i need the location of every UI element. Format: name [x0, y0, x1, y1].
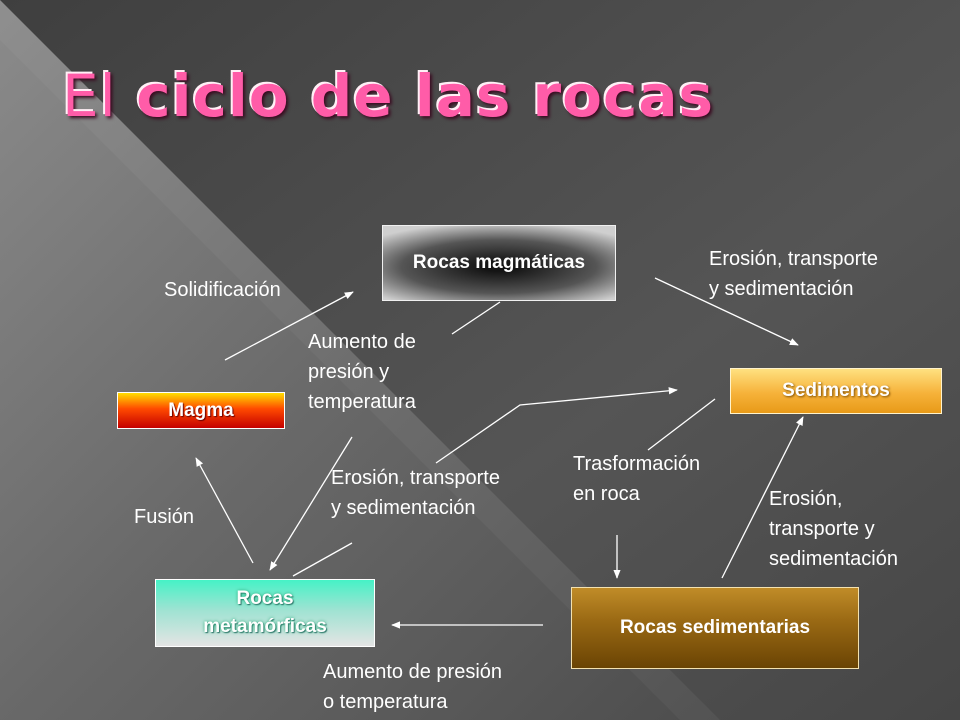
- label-aumento-line2: presión y: [308, 361, 390, 383]
- label-fusion: Fusión: [134, 502, 194, 532]
- label-erosion-mid-line1: Erosión, transporte: [331, 467, 500, 489]
- arrow-metamorficas-to-sedimentos: [435, 387, 678, 464]
- box-rocas-metamorficas-line1: Rocas: [236, 588, 294, 609]
- title-part-2: ciclo de las rocas: [136, 62, 715, 130]
- arrow-magmaticas-to-metamorficas-a: [451, 301, 501, 335]
- label-trasformacion-line1: Trasformación: [573, 453, 701, 475]
- box-magma-label: Magma: [168, 399, 234, 421]
- label-aumento-bottom-line1: Aumento de presión: [323, 661, 503, 683]
- label-trasformacion-line2: en roca: [573, 483, 640, 505]
- box-magma: Magma: [117, 392, 285, 429]
- box-rocas-metamorficas: Rocas metamórficas: [155, 579, 375, 647]
- label-erosion-top-line1: Erosión, transporte: [709, 248, 878, 270]
- label-erosion-right: Erosión, transporte y sedimentación: [769, 484, 898, 574]
- label-erosion-mid: Erosión, transporte y sedimentación: [331, 463, 500, 523]
- label-aumento-bottom: Aumento de presión o temperatura: [323, 657, 502, 717]
- arrow-magmaticas-to-metamorficas-b: [269, 436, 353, 571]
- arrow-erosion-top: [654, 277, 799, 346]
- label-fusion-text: Fusión: [134, 506, 195, 528]
- arrow-sedimentarias-to-sedimentos: [721, 416, 804, 579]
- box-rocas-magmaticas-label: Rocas magmáticas: [412, 252, 586, 273]
- arrow-solidificacion: [224, 291, 354, 361]
- box-rocas-metamorficas-line2: metamórficas: [203, 616, 327, 637]
- label-trasformacion: Trasformación en roca: [573, 449, 700, 509]
- label-aumento-presion-temperatura: Aumento de presión y temperatura: [308, 327, 416, 417]
- page-title: El ciclo de las rocas: [62, 58, 714, 134]
- box-sedimentos: Sedimentos: [730, 368, 942, 414]
- label-aumento-line1: Aumento de: [308, 331, 416, 353]
- label-erosion-top-line2: y sedimentación: [709, 278, 854, 300]
- label-erosion-top: Erosión, transporte y sedimentación: [709, 244, 878, 304]
- label-aumento-line3: temperatura: [308, 391, 416, 413]
- title-part-1: El: [62, 62, 137, 130]
- label-erosion-right-line1: Erosión,: [769, 488, 843, 510]
- label-erosion-right-line3: sedimentación: [769, 548, 898, 570]
- arrow-metamorficas-erosion: [292, 542, 353, 577]
- label-erosion-mid-line2: y sedimentación: [331, 497, 476, 519]
- box-rocas-sedimentarias-label: Rocas sedimentarias: [619, 617, 811, 638]
- arrow-sedimentos-to-sedimentarias-a: [647, 398, 716, 451]
- arrow-fusion: [195, 457, 254, 564]
- box-rocas-magmaticas: Rocas magmáticas: [382, 225, 616, 301]
- label-solidificacion-text: Solidificación: [164, 279, 281, 301]
- label-erosion-right-line2: transporte y: [769, 518, 875, 540]
- box-rocas-sedimentarias: Rocas sedimentarias: [571, 587, 859, 669]
- label-solidificacion: Solidificación: [164, 275, 281, 305]
- box-sedimentos-label: Sedimentos: [782, 380, 890, 401]
- label-aumento-bottom-line2: o temperatura: [323, 691, 448, 713]
